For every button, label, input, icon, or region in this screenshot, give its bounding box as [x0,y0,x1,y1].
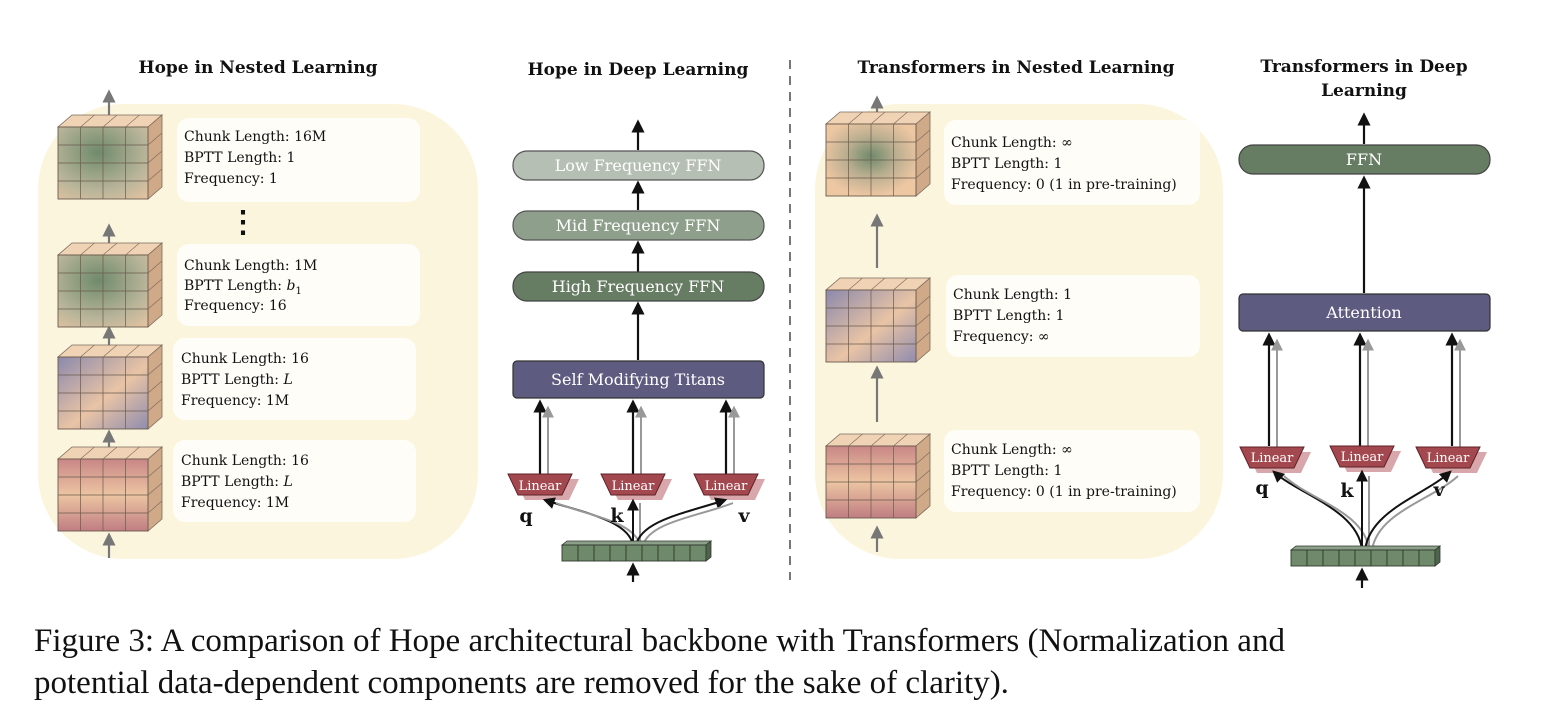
frequency: Frequency: 0 (1 in pre-training) [951,177,1177,193]
q-label: q [1255,477,1268,499]
branch-curve [1371,475,1459,551]
frequency: Frequency: 1M [181,393,289,409]
bptt-length: BPTT Length: b1 [184,278,302,297]
branch-curve [642,502,734,547]
high-frequency-ffn-label: High Frequency FFN [552,277,725,296]
linear-v: Linear [1415,446,1487,473]
caption-line-2: potential data-dependent components are … [34,665,1009,701]
transformers-nested-title: Transformers in Nested Learning [857,58,1174,78]
memory-cube-ffn-outer [824,433,932,519]
level-card [177,244,420,326]
chunk-length: Chunk Length: 1M [184,258,317,274]
memory-cube-16-a [56,344,164,430]
k-label: k [1340,480,1354,502]
bptt-length: BPTT Length: L [181,474,293,490]
linear-label: Linear [705,479,749,494]
mid-frequency-ffn-block [512,210,765,241]
memory-cube-16M [56,114,164,200]
v-label: v [737,505,750,527]
bptt-length: BPTT Length: 1 [951,156,1062,172]
panel-hope-nested: Hope in Nested Learning ⋮ Chunk Length: … [38,58,478,559]
linear-q: Linear [507,473,579,500]
bptt-length: BPTT Length: 1 [953,308,1064,324]
linear-v: Linear [693,473,765,500]
linear-label: Linear [1251,451,1295,466]
transformers-deep-title-line1: Transformers in Deep [1260,57,1467,77]
self-modifying-titans-label: Self Modifying Titans [551,370,725,389]
chunk-length: Chunk Length: ∞ [951,442,1073,458]
ellipsis: ⋮ [228,205,258,240]
low-frequency-ffn-label: Low Frequency FFN [555,156,722,175]
level-card [944,430,1200,512]
ffn-block [1238,144,1491,175]
linear-label: Linear [612,479,656,494]
frequency: Frequency: 16 [184,298,287,314]
chunk-length: Chunk Length: ∞ [951,135,1073,151]
branch-curve [555,502,641,547]
frequency: Frequency: 1 [184,171,278,187]
linear-label: Linear [1427,451,1471,466]
bptt-length: BPTT Length: 1 [951,463,1062,479]
level-card [944,120,1200,205]
linear-k: Linear [600,473,672,500]
chunk-length: Chunk Length: 1 [953,287,1072,303]
level-card [173,440,416,522]
low-frequency-ffn-block [512,150,765,181]
q-label: q [519,505,532,527]
level-card [173,338,416,420]
hope-deep-title: Hope in Deep Learning [528,60,749,80]
chunk-length: Chunk Length: 16 [181,351,309,367]
figure-caption: Figure 3: A comparison of Hope architect… [34,620,1504,704]
memory-cube-ffn-inner [824,277,932,363]
token-sequence [560,540,713,562]
frequency: Frequency: 0 (1 in pre-training) [951,484,1177,500]
level-card [946,275,1200,357]
k-label: k [610,505,624,527]
linear-q: Linear [1239,446,1311,473]
caption-line-1: Figure 3: A comparison of Hope architect… [34,623,1285,659]
panel-transformers-nested: Transformers in Nested Learning Chunk Le… [815,58,1223,559]
linear-k: Linear [1329,445,1401,472]
transformers-deep-title-line2: Learning [1321,81,1407,101]
high-frequency-ffn-block [512,271,765,302]
ffn-label: FFN [1346,150,1382,169]
bptt-length: BPTT Length: 1 [184,150,295,166]
branch-curve [1364,470,1452,551]
attention-label: Attention [1325,303,1401,322]
memory-cube-1M [56,242,164,328]
branch-curve [1272,470,1363,551]
attention-block [1238,293,1491,332]
level-card [177,118,420,202]
frequency: Frequency: 1M [181,495,289,511]
token-sequence [1289,545,1442,567]
memory-cube-16-b [56,446,164,532]
v-label: v [1432,479,1445,501]
branch-curve [1283,475,1370,551]
branch-curve [635,497,728,547]
panel-hope-deep: Hope in Deep Learning Low Frequency FFN … [507,60,765,582]
self-modifying-titans-block [512,360,765,399]
mid-frequency-ffn-label: Mid Frequency FFN [556,216,721,235]
bptt-length: BPTT Length: L [181,372,293,388]
chunk-length: Chunk Length: 16M [184,129,326,145]
hope-nested-title: Hope in Nested Learning [139,58,378,78]
linear-label: Linear [1341,450,1385,465]
frequency: Frequency: ∞ [953,329,1050,345]
chunk-length: Chunk Length: 16 [181,453,309,469]
linear-label: Linear [519,479,563,494]
memory-cube-attention [824,111,932,197]
panel-transformers-deep: Transformers in Deep Learning FFN Attent… [1238,57,1491,588]
